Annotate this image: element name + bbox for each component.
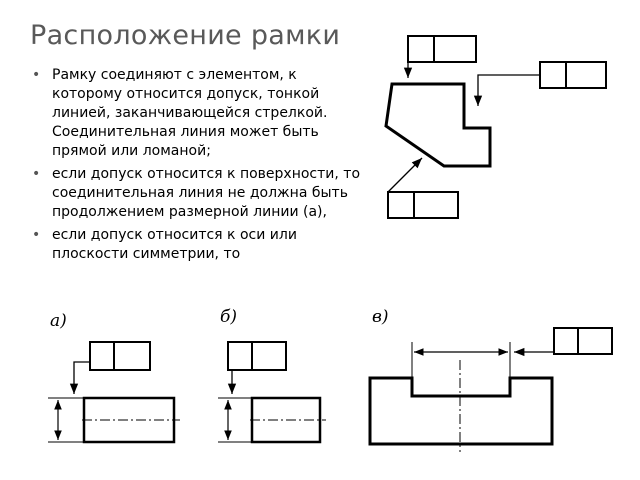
tolerance-frame [89, 341, 151, 371]
bullet-dot-icon: • [32, 166, 41, 182]
tolerance-frame [227, 341, 287, 371]
tolerance-frame-right [539, 61, 607, 89]
bullet-dot-icon: • [32, 227, 41, 243]
bullet-text: если допуск относится к оси или плоскост… [52, 227, 297, 262]
leader-arrow [69, 361, 90, 394]
bullet-text: Рамку соединяют с элементом, к которому … [52, 67, 328, 159]
leader-arrow [473, 74, 540, 106]
slide-title: Расположение рамки [30, 20, 341, 51]
top-right-drawing [384, 35, 607, 219]
bullet-item: • Рамку соединяют с элементом, к которому… [32, 66, 362, 161]
tolerance-frame-bottom [387, 191, 459, 219]
leader-arrow [387, 157, 423, 193]
figure-v: в) [368, 307, 613, 452]
bullet-item: • если допуск относится к оси или плоскос… [32, 226, 362, 264]
figure-b: б) [218, 307, 326, 444]
part-outline [368, 376, 554, 446]
tolerance-frame [553, 327, 613, 355]
figure-b-label: б) [220, 307, 237, 327]
bullet-dot-icon: • [32, 67, 41, 83]
part-outline [384, 82, 492, 168]
bullet-list: • Рамку соединяют с элементом, к которому… [32, 66, 362, 268]
figure-v-label: в) [372, 307, 389, 327]
bullet-text: если допуск относится к поверхности, то … [52, 166, 361, 220]
tolerance-frame-top [407, 35, 477, 63]
figure-a: а) [48, 311, 180, 444]
figure-a-label: а) [50, 311, 67, 331]
bullet-item: • если допуск относится к поверхности, то… [32, 165, 362, 222]
